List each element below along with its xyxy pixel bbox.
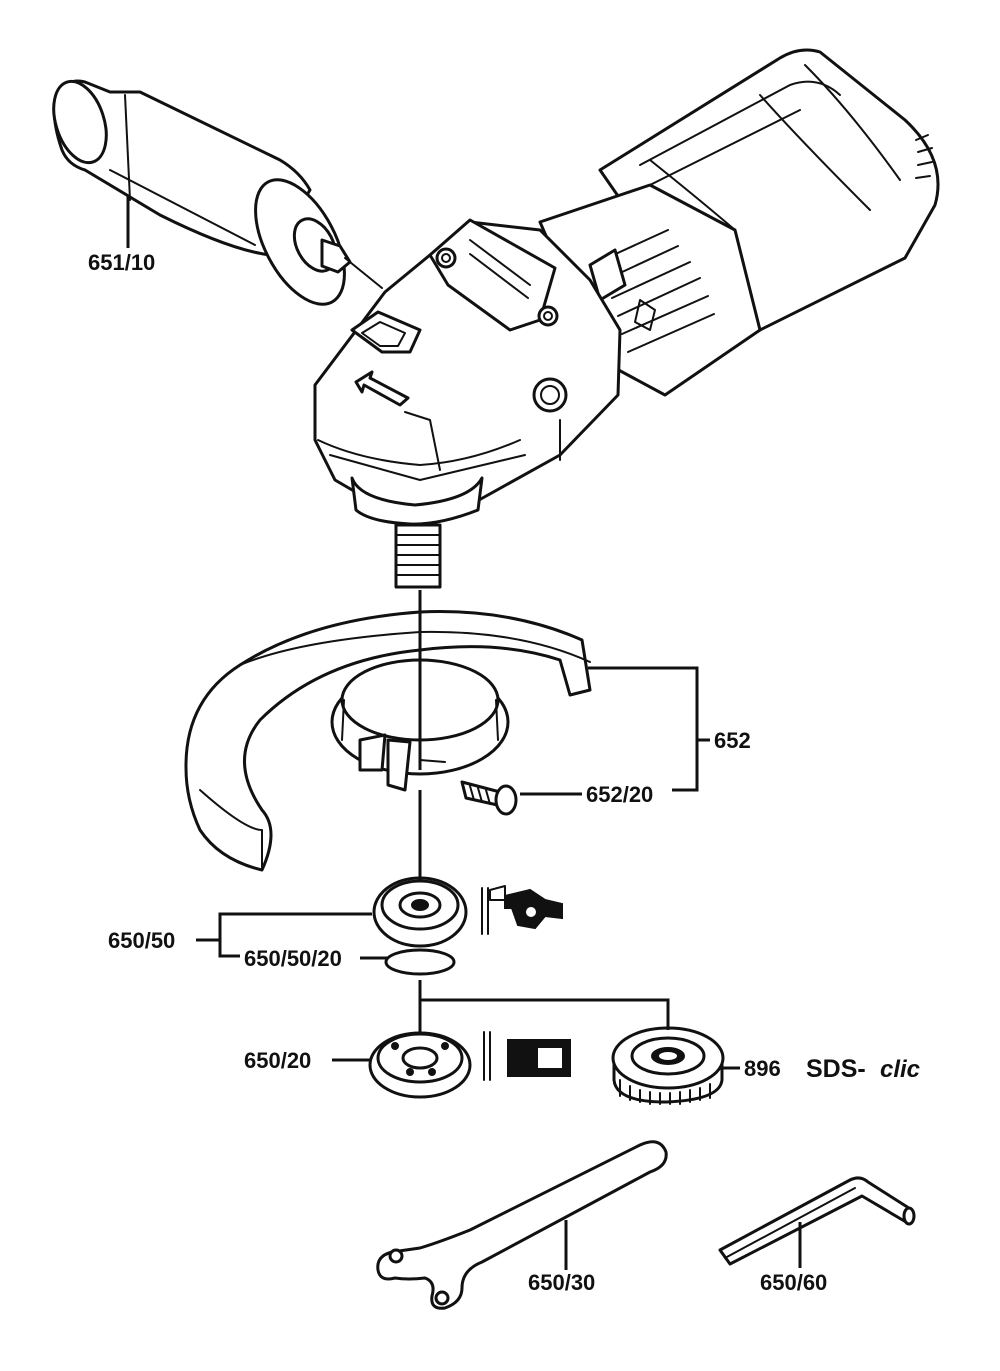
quick-release-nut	[611, 1026, 725, 1105]
label-sds-prefix: SDS-	[806, 1055, 866, 1083]
label-clamping-nut: 650/20	[244, 1048, 311, 1073]
hex-key	[718, 1176, 916, 1266]
guard-screw	[460, 780, 518, 816]
label-hex-key: 650/60	[760, 1270, 827, 1295]
spindle	[394, 523, 442, 589]
side-handle	[52, 79, 383, 306]
wheel-guard	[184, 610, 592, 872]
gear-head	[313, 218, 622, 526]
label-guard-screw: 652/20	[586, 782, 653, 807]
label-side-handle: 651/10	[88, 250, 155, 275]
assembly-axis-lines	[418, 590, 670, 1035]
mounting-flange	[372, 876, 468, 948]
label-guard: 652	[714, 728, 751, 753]
clamping-nut-section-icon	[483, 1031, 571, 1081]
flange-section-icon	[481, 885, 563, 935]
label-pin-spanner: 650/30	[528, 1270, 595, 1295]
clamping-nut	[368, 1031, 472, 1099]
label-quick-nut: 896	[744, 1056, 781, 1081]
label-o-ring: 650/50/20	[244, 946, 342, 971]
pin-spanner	[376, 1140, 668, 1310]
label-flange: 650/50	[108, 928, 175, 953]
o-ring	[384, 948, 456, 976]
part-labels: 651/10 652 652/20 650/50 650/50/20 650/2…	[88, 250, 920, 1295]
label-sds-clic: clic	[880, 1056, 920, 1083]
leader-lines	[126, 195, 802, 1270]
